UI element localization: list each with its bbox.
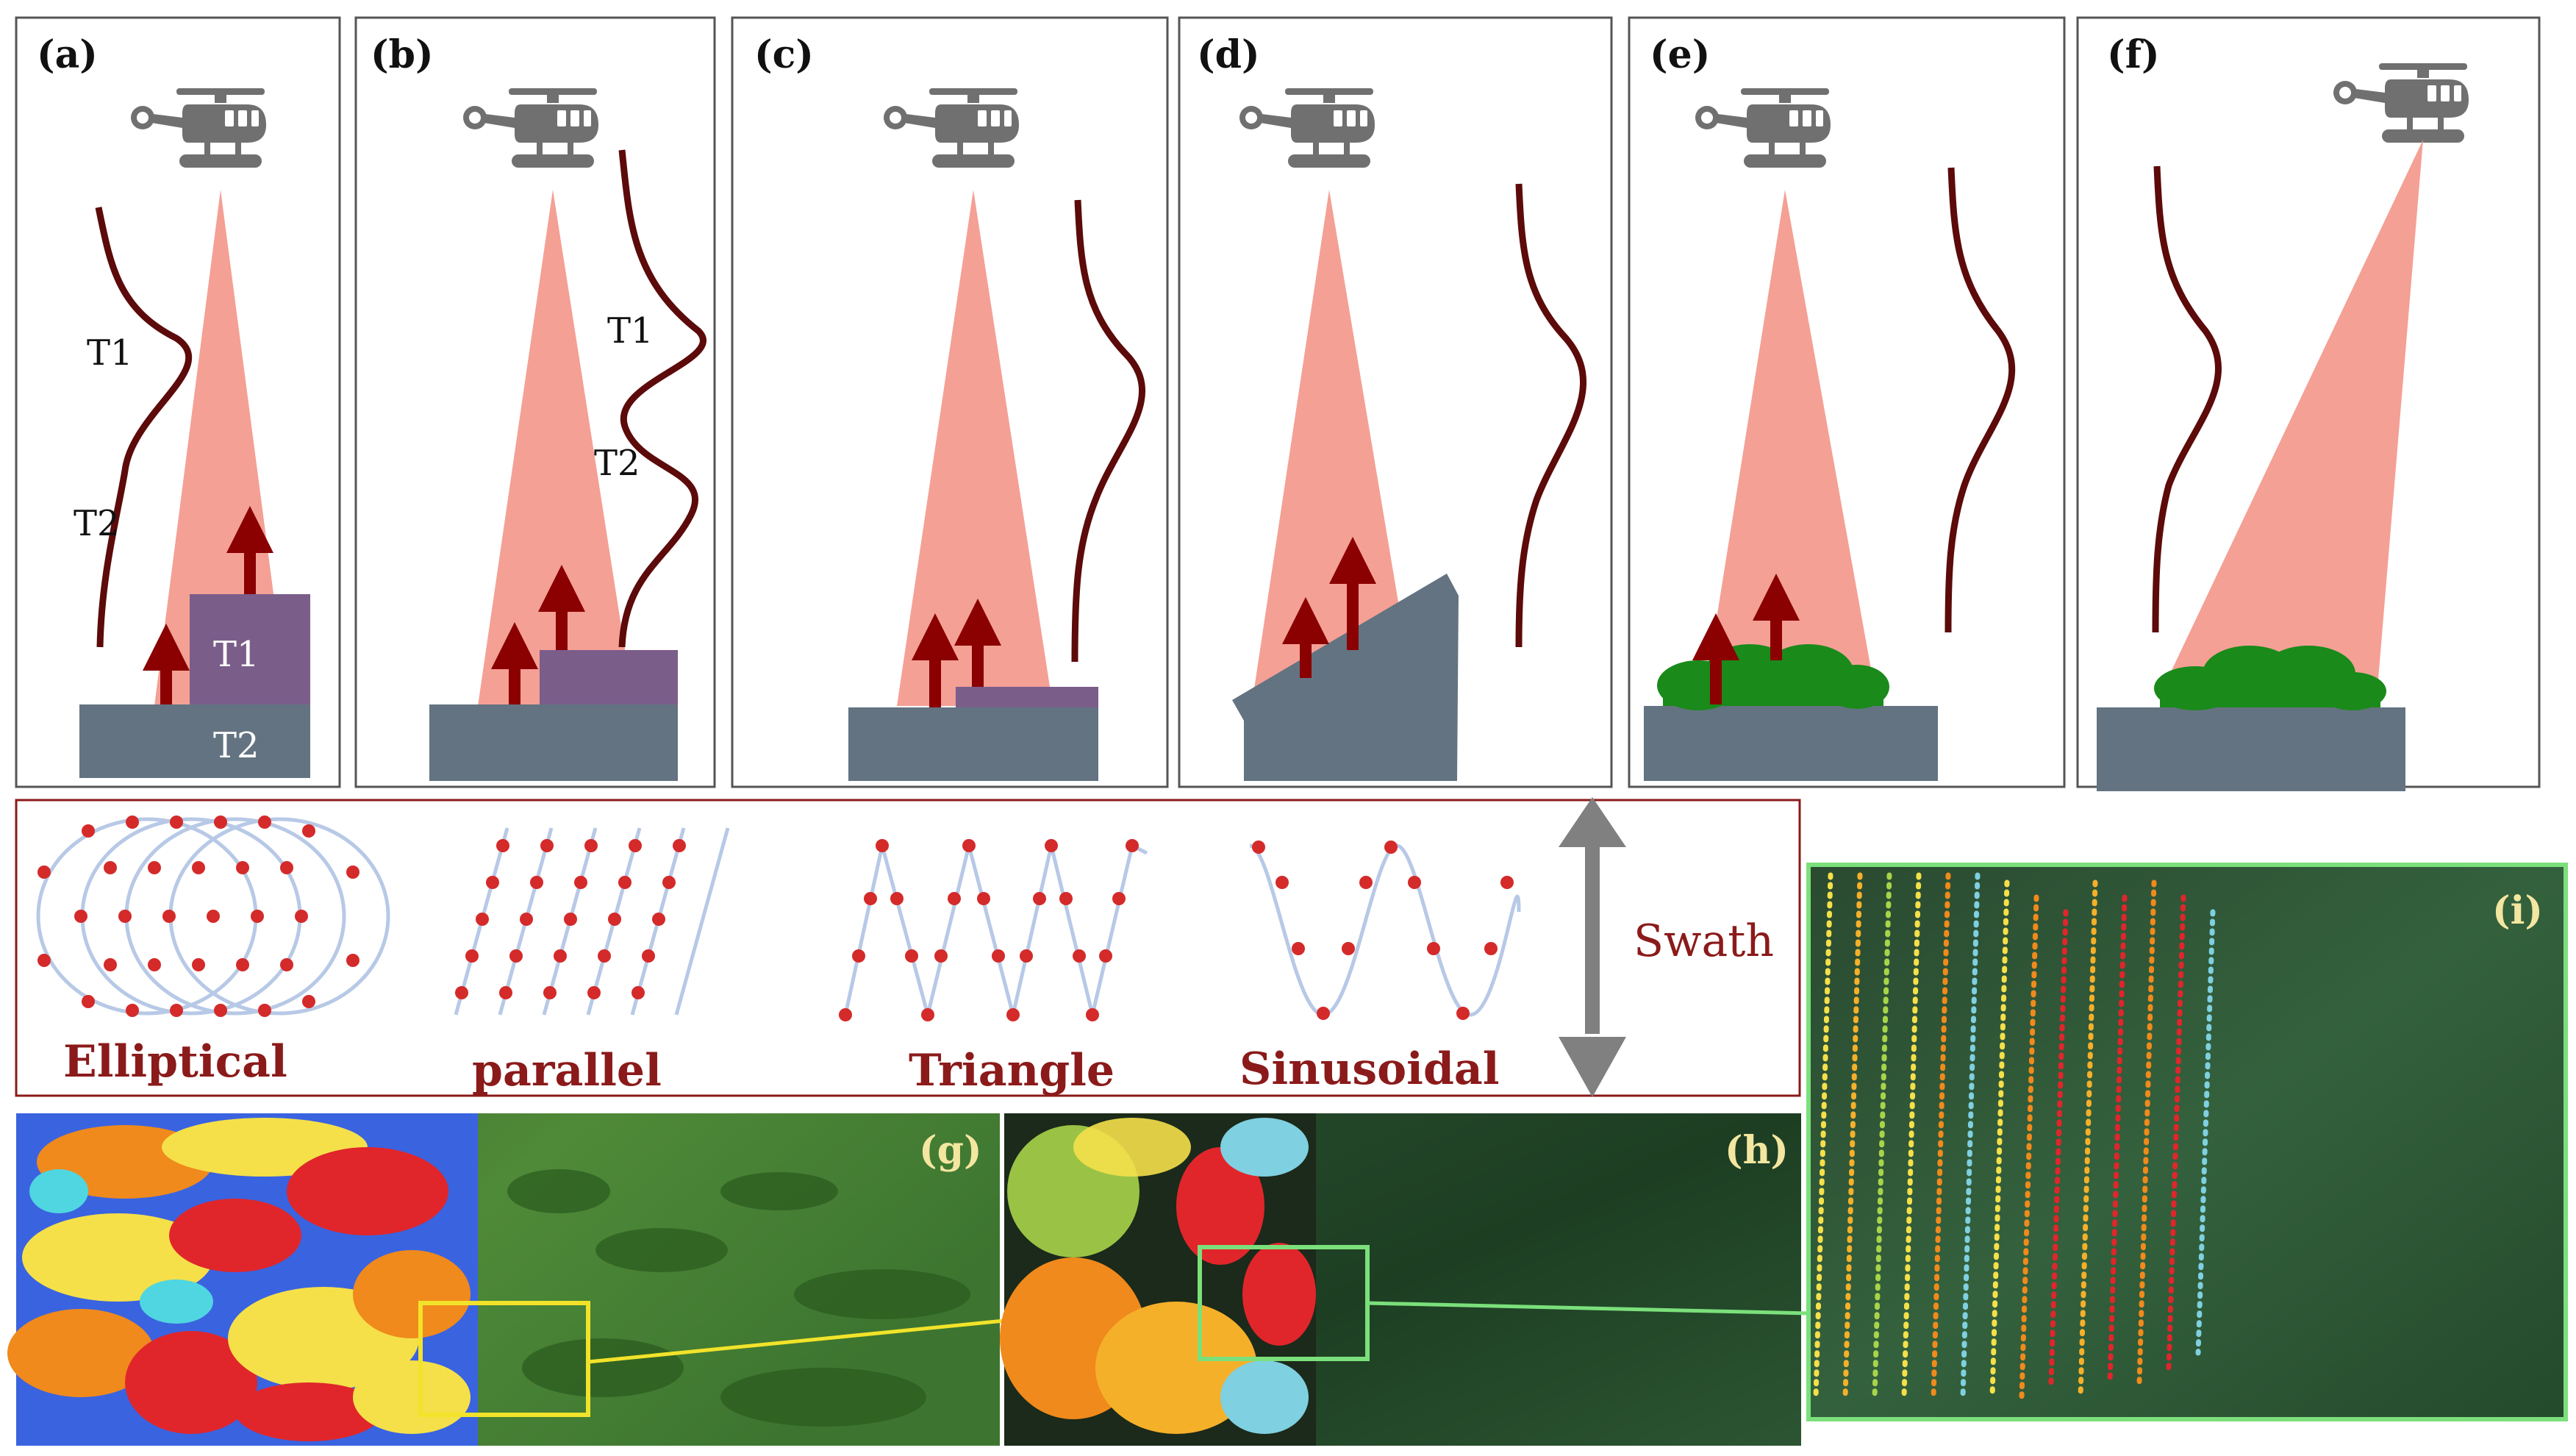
photo-g: (g) [7, 1113, 1000, 1446]
photo-h-letter: (h) [1725, 1128, 1789, 1173]
target-block [540, 650, 678, 704]
waveform [1071, 199, 1146, 663]
label-elliptical: Elliptical [63, 1036, 287, 1088]
zoom-connector-yellow [587, 1318, 1005, 1364]
ground-block [79, 704, 310, 778]
block-label-t1: T1 [213, 634, 260, 675]
photo-h: (h) [1000, 1113, 1801, 1446]
waveform-label-t2: T2 [594, 443, 640, 484]
point-cloud-h [1000, 1118, 1316, 1434]
ground-block [1644, 706, 1938, 781]
label-parallel: parallel [472, 1045, 662, 1096]
swath-arrow-icon [1559, 797, 1626, 1097]
label-sinusoidal: Sinusoidal [1239, 1043, 1500, 1095]
panel-f: (f) [2076, 16, 2541, 791]
ground-block [848, 707, 1098, 781]
panel-b-letter: (b) [371, 32, 434, 77]
panel-b: (b) T1 T2 [354, 16, 716, 788]
vegetation [2154, 646, 2386, 710]
waveform [2152, 165, 2222, 633]
target-block [956, 687, 1098, 707]
panel-a-letter: (a) [37, 32, 98, 77]
parallel-points [455, 839, 686, 999]
ground-block [2097, 707, 2405, 791]
panel-c: (c) [731, 16, 1169, 788]
scan-pattern-panel: Elliptical parallel [15, 797, 1801, 1097]
panel-d-letter: (d) [1197, 32, 1260, 77]
waveform [618, 149, 706, 648]
waveform-label-t2: T2 [74, 503, 120, 544]
laser-beam [2169, 140, 2423, 706]
block-label-t2: T2 [213, 725, 260, 766]
ground-block [429, 704, 678, 781]
vegetation-texture-g [507, 1169, 970, 1427]
elliptical-points [37, 816, 359, 1017]
panel-f-letter: (f) [2107, 32, 2160, 77]
photo-i: (i) [1806, 863, 2568, 1421]
laser-beam [1703, 190, 1878, 706]
laser-beam [478, 190, 634, 706]
swath-label: Swath [1634, 916, 1774, 967]
waveform [1515, 183, 1587, 648]
photo-i-letter: (i) [2492, 888, 2543, 933]
label-triangle: Triangle [909, 1045, 1115, 1096]
target-block [190, 594, 310, 704]
zoom-box-yellow [418, 1301, 590, 1417]
waveform [95, 207, 193, 648]
point-cloud-g [7, 1118, 471, 1441]
sloped-ground [1232, 574, 1459, 781]
panel-e-letter: (e) [1650, 32, 1710, 77]
laser-beam [897, 190, 1053, 706]
top-panels: (a) T1 T2 T1 T2 (b) T1 T2 [15, 16, 2541, 791]
zoom-connector-green [1367, 1301, 1809, 1316]
waveform-label-t1: T1 [87, 332, 133, 374]
panel-a: (a) T1 T2 T1 T2 [15, 16, 341, 788]
panel-d: (d) [1178, 16, 1613, 788]
waveform-label-t1: T1 [607, 310, 654, 351]
point-cloud-i [1813, 872, 2216, 1400]
photo-g-letter: (g) [919, 1128, 982, 1173]
waveform [1944, 167, 2016, 633]
panel-c-letter: (c) [754, 32, 814, 77]
triangle-points [839, 839, 1139, 1021]
panel-e: (e) [1628, 16, 2066, 788]
sinusoidal-points [1252, 841, 1514, 1020]
